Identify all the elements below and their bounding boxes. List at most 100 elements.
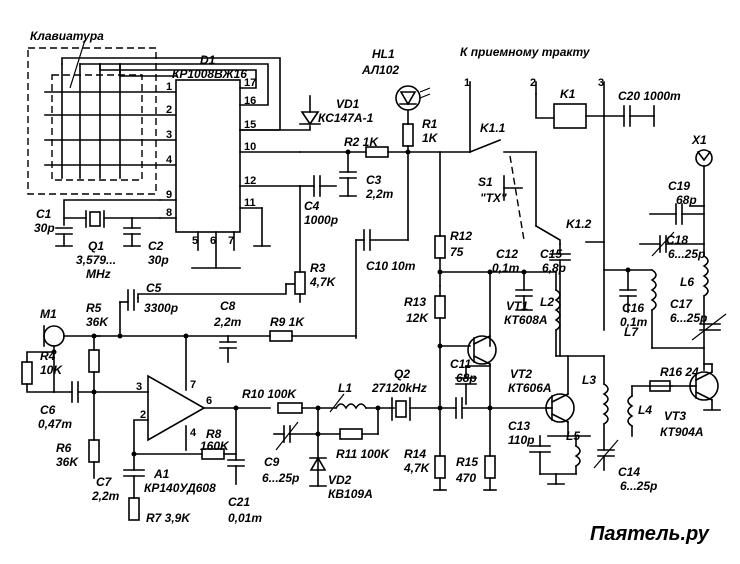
a1-body (147, 374, 206, 442)
r5-val: 36K (86, 315, 109, 329)
r14-resistor (434, 455, 446, 479)
l2-ref: L2 (540, 295, 554, 309)
vd1-part: КС147А-1 (318, 111, 374, 125)
d1-pin-15: 15 (244, 119, 256, 131)
a1-pin-3: 3 (136, 381, 142, 393)
r3-resistor (294, 271, 306, 295)
r15-val: 470 (455, 471, 476, 485)
q2-ref: Q2 (394, 367, 410, 381)
c3-ref: C3 (366, 173, 382, 187)
c7-val: 2,2m (91, 489, 120, 503)
output-filter (639, 205, 727, 371)
d1-chip (159, 79, 301, 269)
c6-ref: C6 (40, 403, 56, 417)
c2-val: 30p (148, 253, 169, 267)
r10-label: R10 100K (242, 387, 297, 401)
r4-resistor (21, 361, 33, 385)
vd2-ref: VD2 (328, 473, 352, 487)
m1-ref: M1 (40, 307, 57, 321)
a1-pin-4: 4 (190, 427, 197, 439)
c6-val: 0,47m (38, 417, 72, 431)
q1-unit: MHz (86, 267, 111, 281)
c2-ref: C2 (148, 239, 164, 253)
c20-cap (603, 105, 655, 127)
c13-ref: C13 (508, 419, 530, 433)
vt1-stage (433, 285, 497, 491)
r2-c3-group (299, 146, 471, 197)
c1-ref: C1 (36, 207, 52, 221)
d1-pin-7: 7 (228, 235, 234, 247)
q2-crystal (395, 400, 407, 418)
l4-ref: L4 (638, 403, 652, 417)
c19-cap (649, 203, 705, 225)
vd1-zener (239, 95, 321, 131)
d1-pin-4: 4 (166, 154, 173, 166)
c21-ref: C21 (228, 495, 250, 509)
vt3-transistor (689, 371, 719, 401)
r1-resistor (402, 123, 414, 147)
vt2-ref: VT2 (510, 367, 532, 381)
c7-ref: C7 (96, 475, 113, 489)
r6-val: 36K (56, 455, 79, 469)
vd2-part: КВ109А (328, 487, 373, 501)
c18-ref: C18 (666, 233, 688, 247)
r14-ref: R14 (404, 447, 426, 461)
s1-label: "TX" (480, 191, 507, 205)
c4-ref: C4 (304, 199, 320, 213)
r5-resistor (88, 349, 100, 373)
r12-ref: R12 (450, 229, 472, 243)
c5-ref: C5 (146, 281, 162, 295)
c1-val: 30p (34, 221, 55, 235)
rx-path-label: К приемному тракту (460, 45, 591, 59)
vt2-transistor (545, 393, 575, 423)
d1-ref: D1 (200, 53, 216, 67)
vt3-stage (627, 363, 721, 437)
q1-val: 3,579... (76, 253, 116, 267)
d1-pin-1: 1 (166, 81, 172, 93)
d1-pin-5: 5 (192, 235, 198, 247)
hl1-led (395, 85, 431, 155)
r14-val: 4,7K (403, 461, 431, 475)
r15-resistor (484, 455, 496, 479)
c20-label: C20 1000m (618, 89, 681, 103)
c5-val: 3300p (144, 301, 178, 315)
keyboard-leader (69, 39, 86, 89)
c21-val: 0,01m (228, 511, 262, 525)
r13-resistor (434, 295, 446, 319)
d1-pin-3: 3 (166, 129, 172, 141)
r9-label: R9 1K (270, 315, 305, 329)
modulation-feed (127, 151, 409, 339)
c13-val: 110p (508, 433, 534, 447)
watermark-text: Паятель.ру (590, 523, 710, 545)
a1-ref: A1 (153, 467, 170, 481)
q1-crystal (89, 211, 101, 227)
r11-resistor (339, 428, 363, 440)
r5-ref: R5 (86, 301, 102, 315)
r4-val: 10K (40, 363, 63, 377)
c3-val: 2,2m (365, 187, 394, 201)
r16-label: R16 24 (660, 365, 699, 379)
c19-val: 68p (676, 193, 697, 207)
c12-val: 0,1m (492, 261, 520, 275)
c19-ref: C19 (668, 179, 690, 193)
c17-val: 6...25p (670, 311, 707, 325)
l7-ref: L7 (624, 325, 639, 339)
vt1-ref: VT1 (506, 299, 528, 313)
terminal-2: 2 (530, 77, 536, 89)
a1-part: КР140УД608 (144, 481, 216, 495)
keyboard-inner-outline (51, 74, 143, 181)
r2-label: R2 1K (344, 135, 379, 149)
d1-pin-9: 9 (166, 189, 172, 201)
r8-val: 160K (200, 439, 230, 453)
q1-ref: Q1 (88, 239, 104, 253)
r6-ref: R6 (56, 441, 72, 455)
c16-val: 0,1m (620, 315, 648, 329)
r13-val: 12K (406, 311, 429, 325)
a1-opamp (123, 335, 271, 521)
l3-ref: L3 (582, 373, 596, 387)
r3-val: 4,7K (309, 275, 337, 289)
c18-val: 6...25p (668, 247, 705, 261)
vt2-stage (529, 355, 619, 485)
